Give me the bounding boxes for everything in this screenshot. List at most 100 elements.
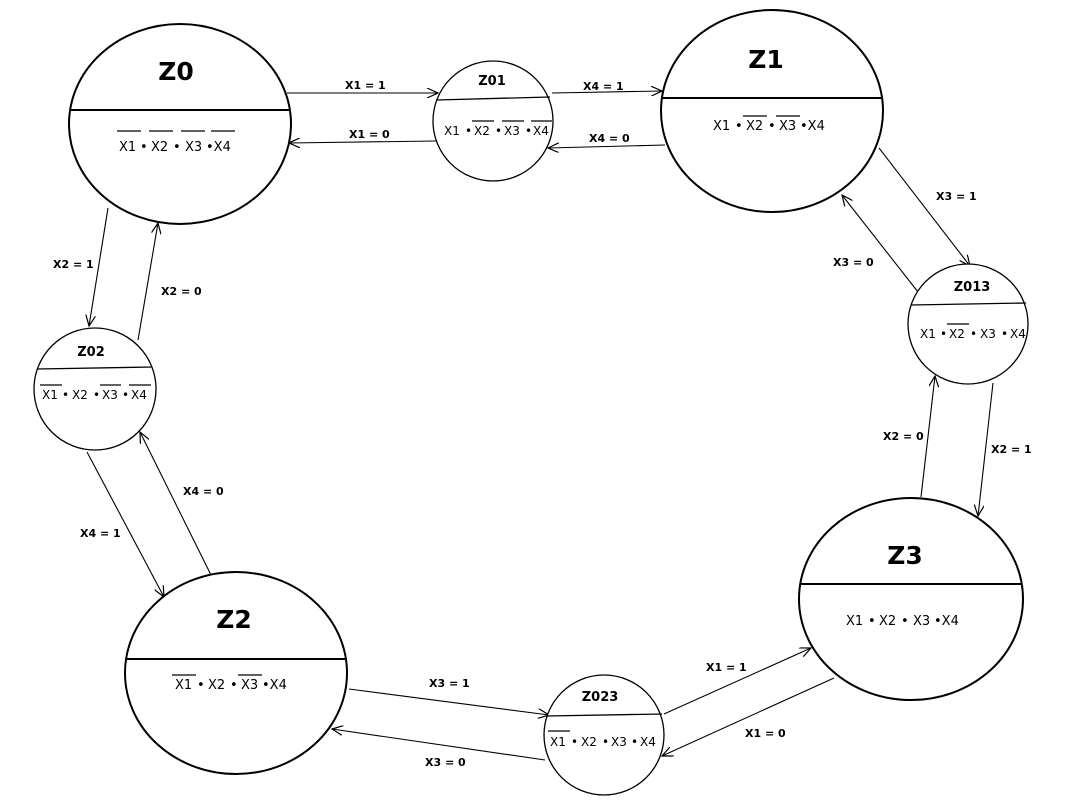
term-x1: X1 bbox=[550, 735, 566, 749]
term-x4: •X4 bbox=[934, 614, 959, 629]
transition-labels: X1 = 1 X1 = 0 X4 = 1 X4 = 0 X3 = 1 X3 = … bbox=[53, 79, 1032, 769]
state-z01: Z01 X1 • X2 • X3 • X4 bbox=[432, 60, 554, 182]
state-z2-name: Z2 bbox=[216, 605, 252, 634]
label-z3-to-z013: X2 = 0 bbox=[883, 430, 924, 443]
edge-z013-to-z3 bbox=[978, 382, 994, 516]
dot: • bbox=[602, 735, 609, 749]
dot: • bbox=[868, 614, 876, 629]
state-z3: Z3 X1 • X2 • X3 •X4 bbox=[798, 497, 1024, 701]
state-z3-shape bbox=[798, 497, 1024, 701]
state-z02-divider bbox=[36, 366, 153, 370]
state-z3-name: Z3 bbox=[887, 541, 923, 570]
edge-z023-to-z2 bbox=[332, 729, 546, 761]
term-x3: X3 bbox=[504, 124, 520, 138]
dot: • bbox=[465, 124, 472, 138]
label-z0-to-z02: X2 = 1 bbox=[53, 258, 94, 271]
dot: • bbox=[197, 678, 205, 693]
state-z0-shape bbox=[68, 23, 292, 225]
state-z013-divider bbox=[910, 302, 1027, 306]
state-z2: Z2 X1 • X2 • X3 •X4 bbox=[124, 571, 348, 775]
dot: • bbox=[970, 327, 977, 341]
state-z2-equation: X1 • X2 • X3 •X4 bbox=[172, 674, 287, 693]
term-x2: X2 bbox=[151, 140, 168, 155]
state-z1: Z1 X1 • X2 • X3 •X4 bbox=[660, 9, 884, 213]
term-x3: X3 bbox=[611, 735, 627, 749]
edge-z3-to-z013 bbox=[920, 376, 935, 498]
label-z013-to-z1: X3 = 0 bbox=[833, 256, 874, 269]
dot: • bbox=[93, 388, 100, 402]
dot: • bbox=[495, 124, 502, 138]
term-x2: X2 bbox=[746, 119, 763, 134]
label-z02-to-z2: X4 = 1 bbox=[80, 527, 121, 540]
dot: • bbox=[1001, 327, 1008, 341]
edge-z01-to-z0 bbox=[289, 141, 437, 143]
term-x2: X2 bbox=[474, 124, 490, 138]
dot: • bbox=[768, 119, 776, 134]
term-x3: X3 bbox=[185, 140, 202, 155]
edge-z02-to-z2 bbox=[86, 451, 164, 597]
dot: • bbox=[122, 388, 129, 402]
term-x3: X3 bbox=[913, 614, 930, 629]
state-z1-name: Z1 bbox=[748, 45, 784, 74]
term-x4: X4 bbox=[533, 124, 549, 138]
dot: • bbox=[571, 735, 578, 749]
state-z013-name: Z013 bbox=[954, 280, 991, 295]
state-z023: Z023 X1 • X2 • X3 • X4 bbox=[543, 674, 665, 796]
term-x1: X1 bbox=[175, 678, 192, 693]
state-z1-equation: X1 • X2 • X3 •X4 bbox=[713, 115, 825, 134]
label-z023-to-z3: X1 = 1 bbox=[706, 661, 747, 674]
term-x3: X3 bbox=[102, 388, 118, 402]
term-x4: •X4 bbox=[262, 678, 287, 693]
state-z1-shape bbox=[660, 9, 884, 213]
edge-z0-to-z02 bbox=[89, 207, 109, 326]
state-z0-name: Z0 bbox=[158, 57, 194, 86]
dot: • bbox=[525, 124, 532, 138]
term-x1: X1 bbox=[713, 119, 730, 134]
label-z02-to-z0: X2 = 0 bbox=[161, 285, 202, 298]
edge-z013-to-z1 bbox=[842, 195, 919, 293]
term-x4: X4 bbox=[131, 388, 147, 402]
label-z2-to-z023: X3 = 1 bbox=[429, 677, 470, 690]
edge-z023-to-z3 bbox=[663, 648, 811, 715]
term-x2: X2 bbox=[581, 735, 597, 749]
state-z023-name: Z023 bbox=[582, 690, 619, 705]
state-z02-name: Z02 bbox=[77, 345, 105, 360]
label-z1-to-z013: X3 = 1 bbox=[936, 190, 977, 203]
state-z01-name: Z01 bbox=[478, 74, 506, 89]
state-z013: Z013 X1 • X2 • X3 • X4 bbox=[907, 263, 1029, 385]
term-x3: X3 bbox=[779, 119, 796, 134]
edge-z2-to-z02 bbox=[140, 432, 212, 576]
term-x4: X4 bbox=[1010, 327, 1026, 341]
dot: • bbox=[173, 140, 181, 155]
state-z02-equation: X1 • X2 • X3 • X4 bbox=[40, 384, 151, 402]
label-z1-to-z01: X4 = 0 bbox=[589, 132, 630, 145]
edge-z1-to-z013 bbox=[878, 147, 970, 266]
dot: • bbox=[230, 678, 238, 693]
edge-z2-to-z023 bbox=[348, 688, 549, 715]
term-x1: X1 bbox=[846, 614, 863, 629]
term-x4: X4 bbox=[640, 735, 656, 749]
state-z01-equation: X1 • X2 • X3 • X4 bbox=[444, 120, 552, 138]
term-x1: X1 bbox=[444, 124, 460, 138]
state-z02-shape bbox=[33, 327, 157, 451]
edge-z3-to-z023 bbox=[662, 677, 835, 756]
label-z3-to-z023: X1 = 0 bbox=[745, 727, 786, 740]
transitions bbox=[86, 91, 994, 761]
label-z013-to-z3: X2 = 1 bbox=[991, 443, 1032, 456]
state-z0: Z0 X1 • X2 • X3 •X4 bbox=[68, 23, 292, 225]
term-x3: X3 bbox=[980, 327, 996, 341]
term-x1: X1 bbox=[42, 388, 58, 402]
term-x2: X2 bbox=[879, 614, 896, 629]
label-z01-to-z1: X4 = 1 bbox=[583, 80, 624, 93]
dot: • bbox=[735, 119, 743, 134]
term-x1: X1 bbox=[119, 140, 136, 155]
dot: • bbox=[901, 614, 909, 629]
state-z0-equation: X1 • X2 • X3 •X4 bbox=[117, 130, 235, 155]
state-z2-shape bbox=[124, 571, 348, 775]
term-x1: X1 bbox=[920, 327, 936, 341]
dot: • bbox=[940, 327, 947, 341]
label-z0-to-z01: X1 = 1 bbox=[345, 79, 386, 92]
dot: • bbox=[631, 735, 638, 749]
term-x3: X3 bbox=[241, 678, 258, 693]
